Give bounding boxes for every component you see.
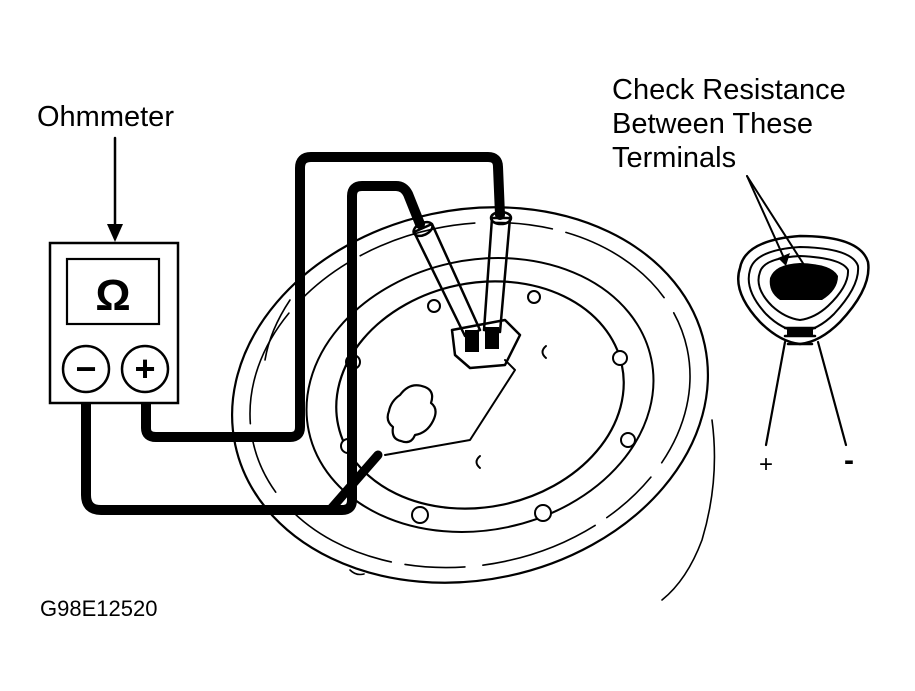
plate-mark — [475, 455, 481, 469]
check-label-line-3: Terminals — [612, 142, 736, 174]
tank-ring-2 — [249, 221, 691, 569]
probe-right[interactable] — [482, 216, 512, 334]
check-resistance-label: Check Resistance Between These Terminals — [612, 74, 846, 174]
check-label-line-1: Check Resistance — [612, 74, 846, 106]
tank-outer-ring — [231, 206, 709, 584]
check-label-line-2: Between These — [612, 108, 813, 140]
positive-pin-line — [764, 340, 787, 447]
ohmmeter[interactable]: Ω − + — [48, 241, 180, 405]
connector-inner — [469, 330, 495, 347]
negative-pin-line — [816, 340, 848, 447]
positive-lead-wire-core — [143, 154, 503, 440]
tank-edge-mark — [264, 299, 291, 361]
connector-stem-block — [787, 329, 813, 335]
plate-mark — [541, 345, 547, 359]
probe-left[interactable] — [412, 222, 482, 338]
ohmmeter-label: Ohmmeter — [37, 101, 174, 133]
connector-face — [769, 263, 838, 300]
tank-edge-mark — [661, 419, 716, 601]
negative-terminal-symbol: − — [75, 348, 96, 389]
connector-pins — [780, 274, 830, 296]
callout-line — [746, 175, 785, 259]
bolt-hole — [612, 350, 628, 366]
callout-arrowhead — [778, 253, 790, 266]
ohmmeter-arrowhead — [107, 224, 123, 242]
fuel-tank-assembly — [231, 206, 716, 601]
connector-shell-mid — [747, 246, 860, 333]
wire-grommet — [386, 384, 437, 444]
ohm-symbol: Ω — [95, 271, 130, 320]
bolt-hole — [527, 290, 541, 304]
sender-connector — [450, 318, 522, 370]
connector-stem — [783, 326, 817, 346]
tank-edge-mark — [349, 569, 365, 576]
connector-body — [450, 318, 522, 370]
connector-shell-inner — [757, 255, 850, 321]
harness-wire-core — [328, 453, 380, 512]
test-leads — [81, 152, 505, 515]
bolt-hole — [411, 506, 429, 524]
positive-pin-label: + — [759, 451, 773, 478]
bolt-hole — [534, 504, 552, 522]
sender-plate — [335, 280, 625, 510]
bolt-hole — [427, 299, 441, 313]
tank-ring-3 — [305, 257, 655, 533]
connector-shell-outer — [737, 234, 870, 346]
positive-terminal-symbol: + — [134, 348, 155, 389]
negative-lead-wire-core — [83, 183, 423, 513]
positive-terminal[interactable] — [120, 344, 170, 394]
connector-detail — [737, 234, 870, 346]
negative-terminal[interactable] — [61, 344, 111, 394]
float-bracket — [384, 359, 516, 456]
ohmmeter-display — [65, 257, 161, 326]
bolt-hole — [620, 432, 636, 448]
figure-id: G98E12520 — [40, 596, 157, 621]
negative-pin-label: - — [844, 444, 854, 477]
